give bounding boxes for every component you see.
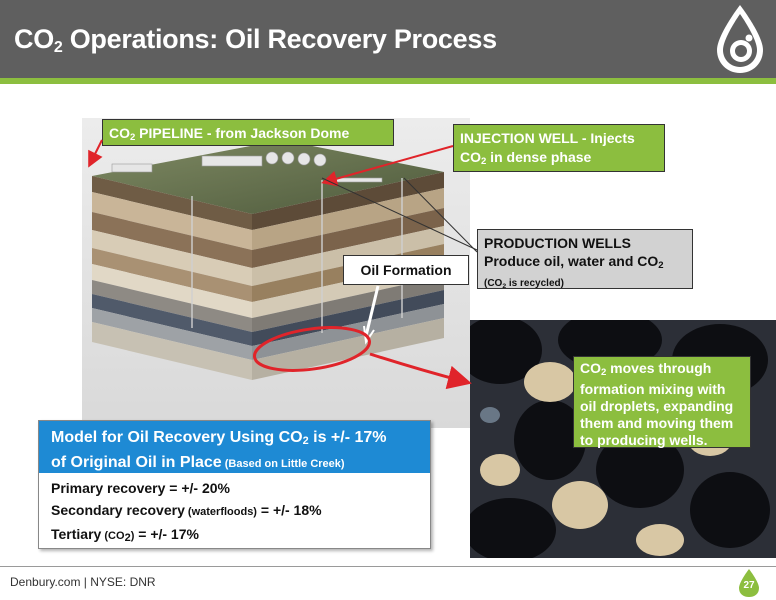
- production-line-2: Produce oil, water and CO2: [484, 253, 664, 271]
- header-accent-stripe: [0, 78, 776, 84]
- model-heading-line-2: of Original Oil in Place (Based on Littl…: [51, 454, 345, 471]
- primary-recovery: Primary recovery = +/- 20%: [51, 480, 231, 496]
- denbury-drop-logo-icon: [717, 5, 763, 73]
- footer-divider: [0, 566, 776, 567]
- slide-title: CO2 Operations: Oil Recovery Process: [14, 24, 497, 56]
- oil-formation-label: Oil Formation: [343, 255, 469, 285]
- injection-line-2: CO2 in dense phase: [460, 149, 592, 167]
- co2-moves-callout: CO2 moves through formation mixing with …: [573, 356, 751, 448]
- model-heading: Model for Oil Recovery Using CO2 is +/- …: [39, 421, 430, 473]
- secondary-recovery: Secondary recovery (waterfloods) = +/- 1…: [51, 502, 322, 518]
- production-line-1: PRODUCTION WELLS: [484, 235, 631, 251]
- page-number: 27: [743, 580, 755, 591]
- oil-recovery-model-box: Model for Oil Recovery Using CO2 is +/- …: [38, 420, 431, 549]
- injection-well-callout: INJECTION WELL - Injects CO2 in dense ph…: [453, 124, 665, 172]
- injection-line-1: INJECTION WELL - Injects: [460, 130, 635, 146]
- production-line-3: (CO2 is recycled): [484, 278, 564, 290]
- model-heading-line-1: Model for Oil Recovery Using CO2 is +/- …: [51, 429, 387, 447]
- pipeline-callout: CO2 PIPELINE - from Jackson Dome: [102, 119, 394, 146]
- page-number-drop-icon: [739, 569, 759, 597]
- production-wells-callout: PRODUCTION WELLS Produce oil, water and …: [477, 229, 693, 290]
- tertiary-recovery: Tertiary (CO2) = +/- 17%: [51, 526, 199, 544]
- model-body: Primary recovery = +/- 20% Secondary rec…: [39, 473, 430, 553]
- footer-company: Denbury.com | NYSE: DNR: [10, 575, 156, 589]
- header-bar: CO2 Operations: Oil Recovery Process: [0, 0, 776, 78]
